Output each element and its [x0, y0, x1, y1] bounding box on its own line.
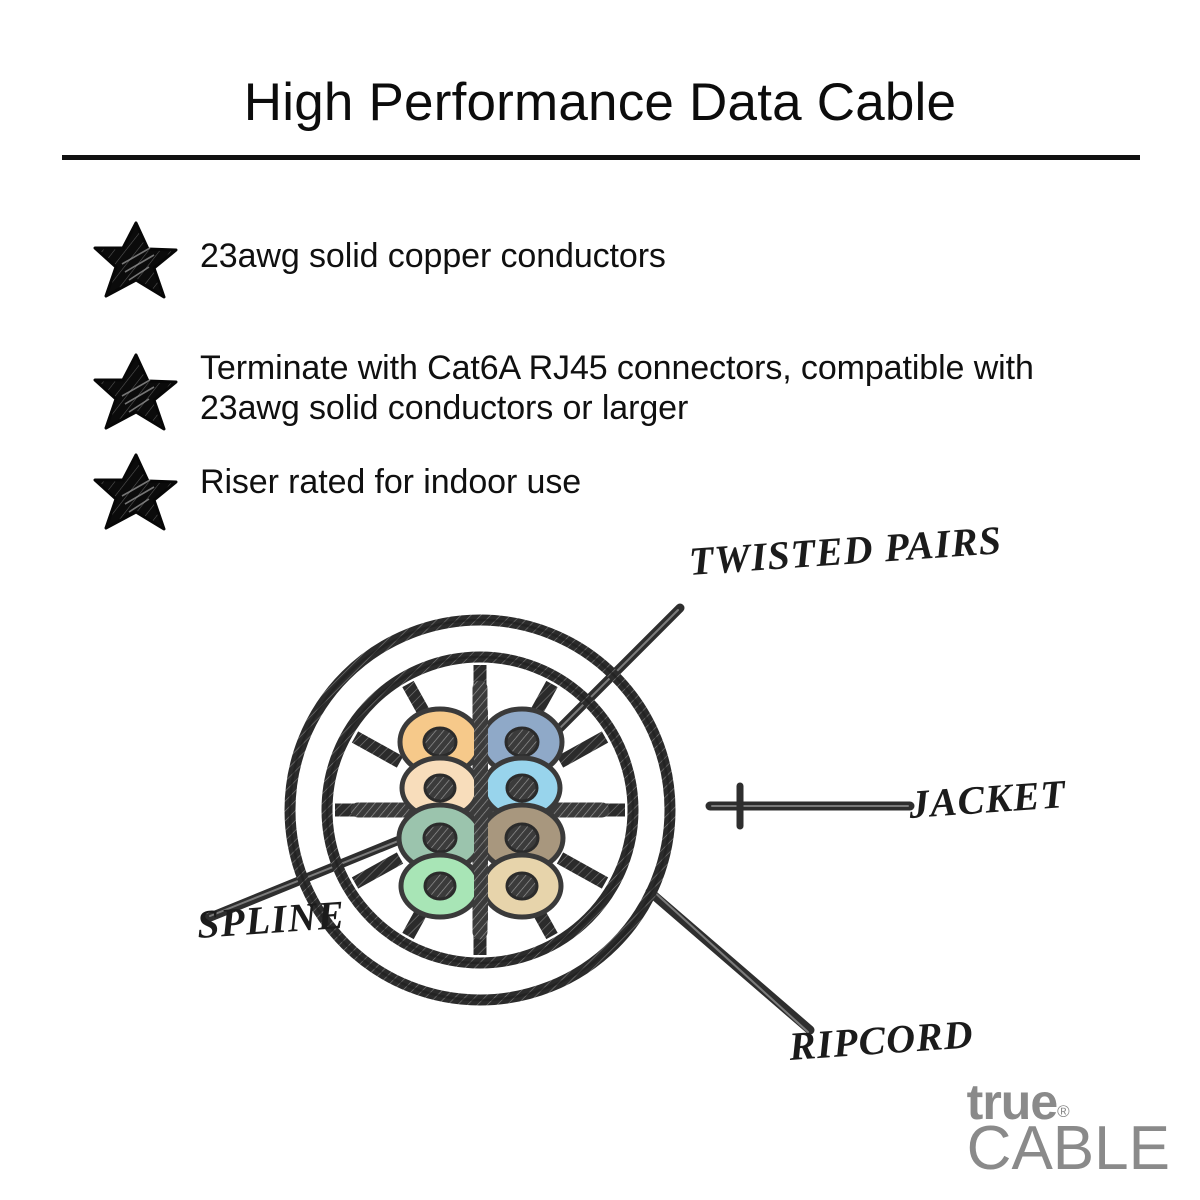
list-item: Terminate with Cat6A RJ45 connectors, co…: [92, 340, 1132, 431]
logo-word-true: true: [966, 1073, 1058, 1130]
cable-cross-section-diagram: TWISTED PAIRS JACKET SPLINE RIPCORD: [150, 520, 1110, 1100]
feature-text: 23awg solid copper conductors: [200, 237, 666, 275]
page-title: High Performance Data Cable: [243, 73, 957, 132]
cable-jacket: [284, 614, 676, 1006]
list-item: Riser rated for indoor use: [92, 452, 1132, 536]
list-item: 23awg solid copper conductors: [92, 221, 1132, 310]
logo-word-cable: CABLE: [966, 1113, 1170, 1183]
star-icon: [92, 220, 178, 302]
label-spline: SPLINE: [195, 892, 346, 947]
label-ripcord: RIPCORD: [786, 1011, 974, 1069]
star-icon: [92, 452, 178, 534]
registered-mark-icon: ®: [1057, 1101, 1070, 1121]
title-divider: [62, 155, 1140, 160]
conductor-brown: [478, 802, 566, 874]
feature-text: Terminate with Cat6A RJ45 connectors, co…: [200, 349, 1034, 428]
label-jacket: JACKET: [906, 771, 1067, 827]
feature-text: Riser rated for indoor use: [200, 463, 582, 502]
conductor-brown-white: [480, 852, 564, 920]
star-icon: [92, 352, 178, 434]
brand-logo: true® CABLE: [966, 1073, 1170, 1183]
conductor-group: [396, 706, 566, 920]
feature-list: 23awg solid copper conductors Terminate …: [92, 221, 1132, 536]
label-twisted-pairs: TWISTED PAIRS: [687, 520, 1003, 584]
conductor-green-white: [398, 852, 482, 920]
